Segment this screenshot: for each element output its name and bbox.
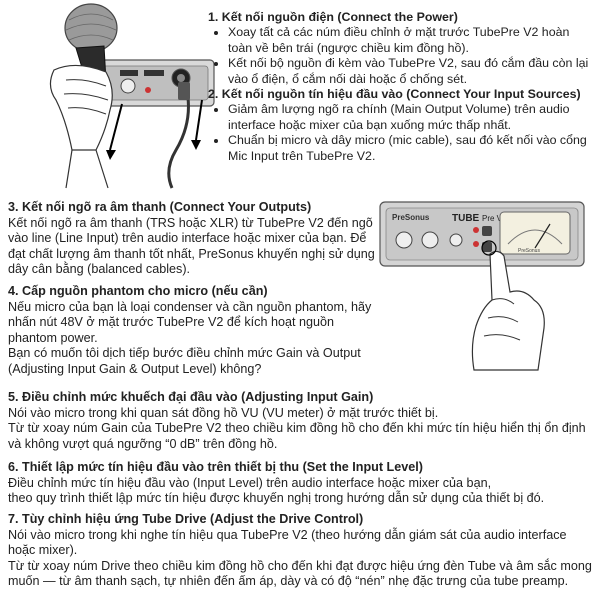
device-model-text: TUBE xyxy=(452,213,480,224)
vu-brand-text: PreSonus xyxy=(518,248,540,254)
step6-text2: theo quy trình thiết lập mức tín hiệu đư… xyxy=(8,491,545,506)
step3-title: 3. Kết nối ngõ ra âm thanh (Connect Your… xyxy=(8,200,312,214)
step6-title: 6. Thiết lập mức tín hiệu đầu vào trên t… xyxy=(8,460,423,474)
step1-bullet: Kết nối bộ nguồn đi kèm vào TubePre V2, … xyxy=(228,56,592,87)
step6-section: 6. Thiết lập mức tín hiệu đầu vào trên t… xyxy=(8,460,594,507)
device-model-suffix-text: Pre V2 xyxy=(482,214,507,223)
step7-section: 7. Tùy chỉnh hiệu ứng Tube Drive (Adjust… xyxy=(8,512,594,590)
step5-text2: Từ từ xoay núm Gain của TubePre V2 theo … xyxy=(8,421,586,451)
top-steps: 1. Kết nối nguồn điện (Connect the Power… xyxy=(208,10,592,164)
step7-text: Nói vào micro trong khi nghe tín hiệu qu… xyxy=(8,527,567,558)
step5-text: Nói vào micro trong khi quan sát đồng hồ… xyxy=(8,405,439,420)
step2-bullet: Giảm âm lượng ngõ ra chính (Main Output … xyxy=(228,102,592,133)
step1-title: 1. Kết nối nguồn điện (Connect the Power… xyxy=(208,10,458,24)
step4-section: 4. Cấp nguồn phantom cho micro (nếu cần)… xyxy=(8,284,376,378)
step3-section: 3. Kết nối ngõ ra âm thanh (Connect Your… xyxy=(8,200,376,278)
step5-section: 5. Điều chỉnh mức khuếch đại đầu vào (Ad… xyxy=(8,390,594,452)
device-front-panel-illustration: PreSonus TUBE Pre V2 PreSonus xyxy=(379,201,585,371)
step5-title: 5. Điều chỉnh mức khuếch đại đầu vào (Ad… xyxy=(8,390,374,404)
step3-text: Kết nối ngõ ra âm thanh (TRS hoặc XLR) t… xyxy=(8,215,375,277)
step2-list: Giảm âm lượng ngõ ra chính (Main Output … xyxy=(208,102,592,164)
step7-title: 7. Tùy chỉnh hiệu ứng Tube Drive (Adjust… xyxy=(8,512,364,526)
step4-text: Nếu micro của bạn là loại condenser và c… xyxy=(8,299,372,345)
step2-bullet: Chuẩn bị micro và dây micro (mic cable),… xyxy=(228,133,592,164)
step2-title: 2. Kết nối nguồn tín hiệu đầu vào (Conne… xyxy=(208,87,581,102)
step6-text: Điều chỉnh mức tín hiệu đầu vào (Input L… xyxy=(8,475,492,490)
device-brand-text: PreSonus xyxy=(392,213,430,222)
step1-list: Xoay tất cả các núm điều chỉnh ở mặt trư… xyxy=(208,25,592,87)
mic-cable-illustration xyxy=(49,3,215,189)
step7-text2: Từ từ xoay núm Drive theo chiều kim đồng… xyxy=(8,558,592,589)
step4-text2: Bạn có muốn tôi dịch tiếp bước điều chỉn… xyxy=(8,346,361,376)
step1-bullet: Xoay tất cả các núm điều chỉnh ở mặt trư… xyxy=(228,25,592,56)
step4-title: 4. Cấp nguồn phantom cho micro (nếu cần) xyxy=(8,284,268,298)
